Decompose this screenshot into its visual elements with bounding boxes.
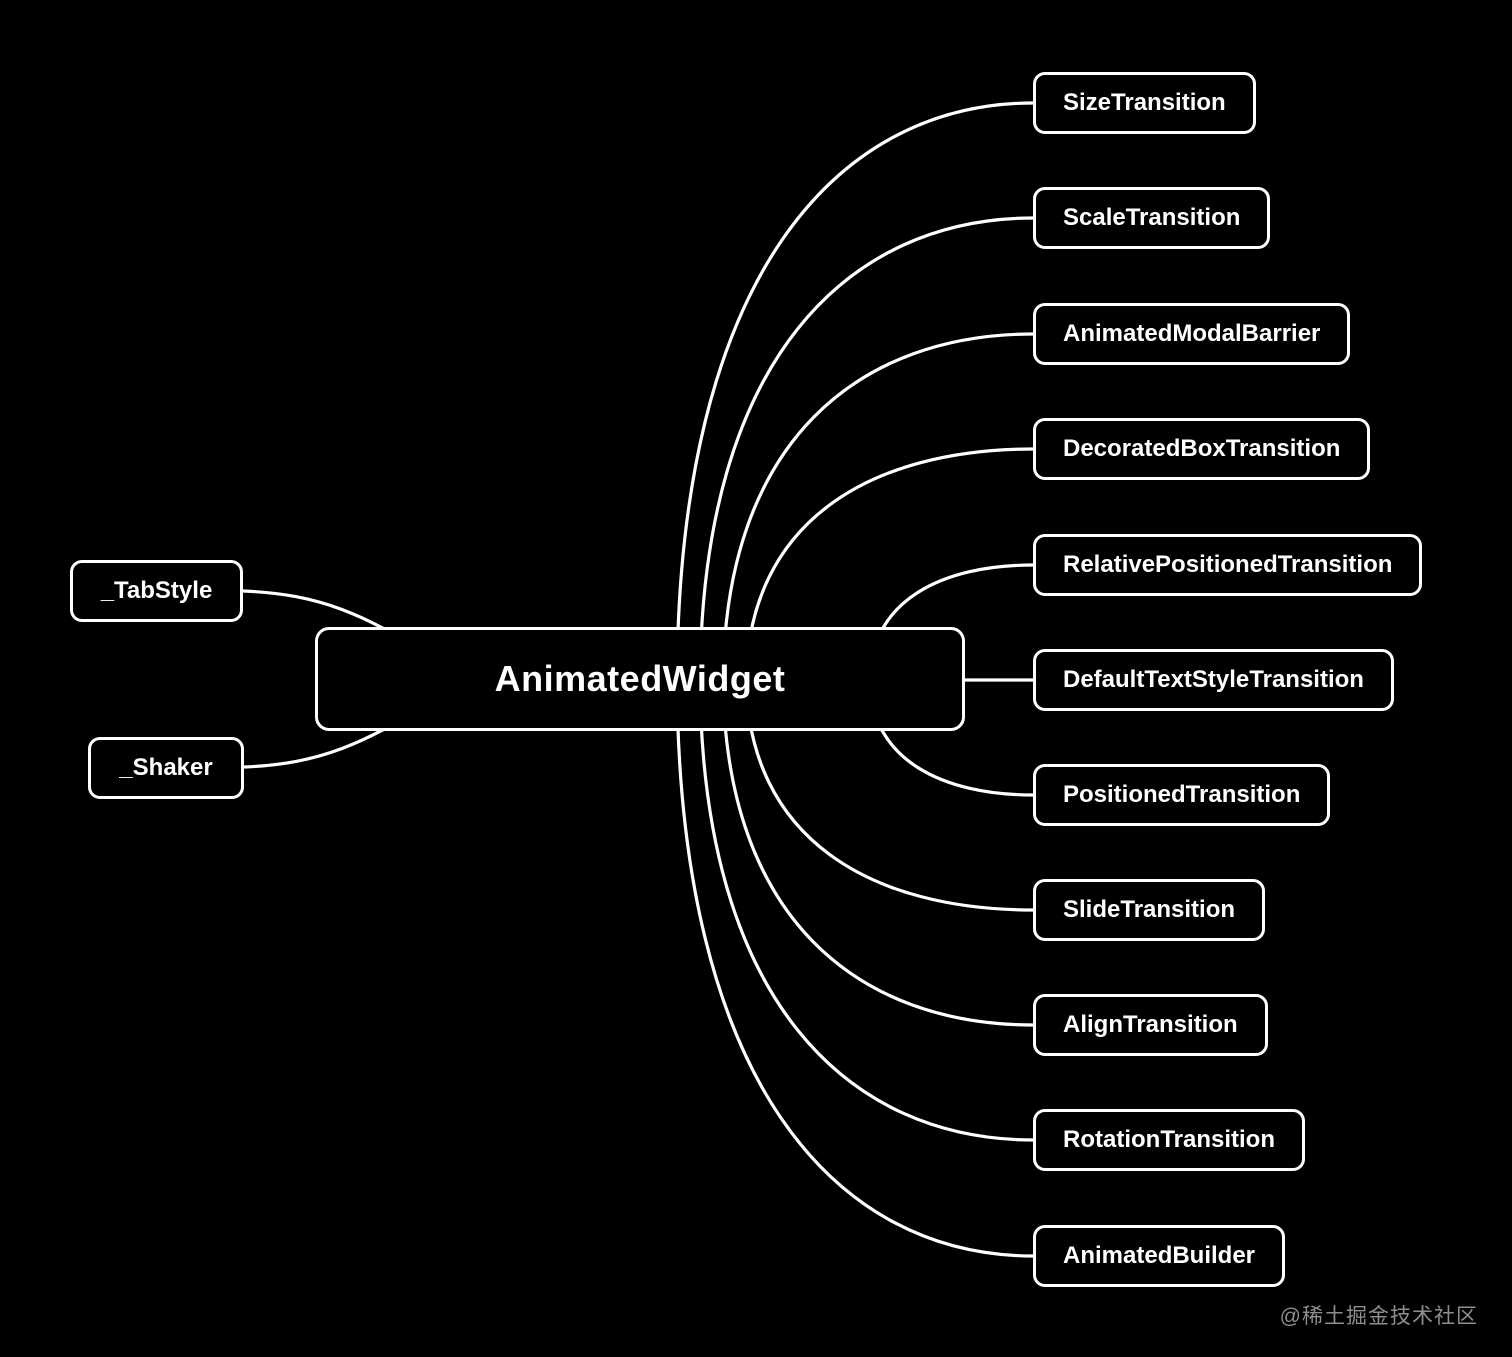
connector-sizetransition (675, 101, 1035, 688)
node-rotationtransition[interactable]: RotationTransition (1033, 1109, 1305, 1171)
node-tabstyle[interactable]: _TabStyle (70, 560, 243, 622)
node-sizetransition[interactable]: SizeTransition (1033, 72, 1256, 134)
connector-scaletransition (698, 216, 1035, 688)
node-animatedbuilder[interactable]: AnimatedBuilder (1033, 1225, 1286, 1287)
node-slidetransition[interactable]: SlideTransition (1033, 879, 1266, 941)
node-shaker[interactable]: _Shaker (88, 737, 244, 799)
node-defaulttextstyletransition[interactable]: DefaultTextStyleTransition (1033, 649, 1394, 711)
connector-decoratedboxtransition (744, 447, 1035, 688)
node-decoratedboxtransition[interactable]: DecoratedBoxTransition (1033, 418, 1371, 480)
watermark-text: @稀土掘金技术社区 (1279, 1305, 1478, 1328)
node-relativepositionedtransition[interactable]: RelativePositionedTransition (1033, 534, 1423, 596)
connector-animatedmodalbarrier (721, 332, 1035, 688)
node-animatedwidget[interactable]: AnimatedWidget (315, 627, 965, 731)
connector-aligntransition (721, 672, 1035, 1027)
connector-animatedbuilder (675, 672, 1035, 1258)
node-animatedmodalbarrier[interactable]: AnimatedModalBarrier (1033, 303, 1351, 365)
connector-slidetransition (744, 672, 1035, 912)
connector-rotationtransition (698, 672, 1035, 1142)
node-aligntransition[interactable]: AlignTransition (1033, 994, 1268, 1056)
node-positionedtransition[interactable]: PositionedTransition (1033, 764, 1331, 826)
node-scaletransition[interactable]: ScaleTransition (1033, 187, 1271, 249)
